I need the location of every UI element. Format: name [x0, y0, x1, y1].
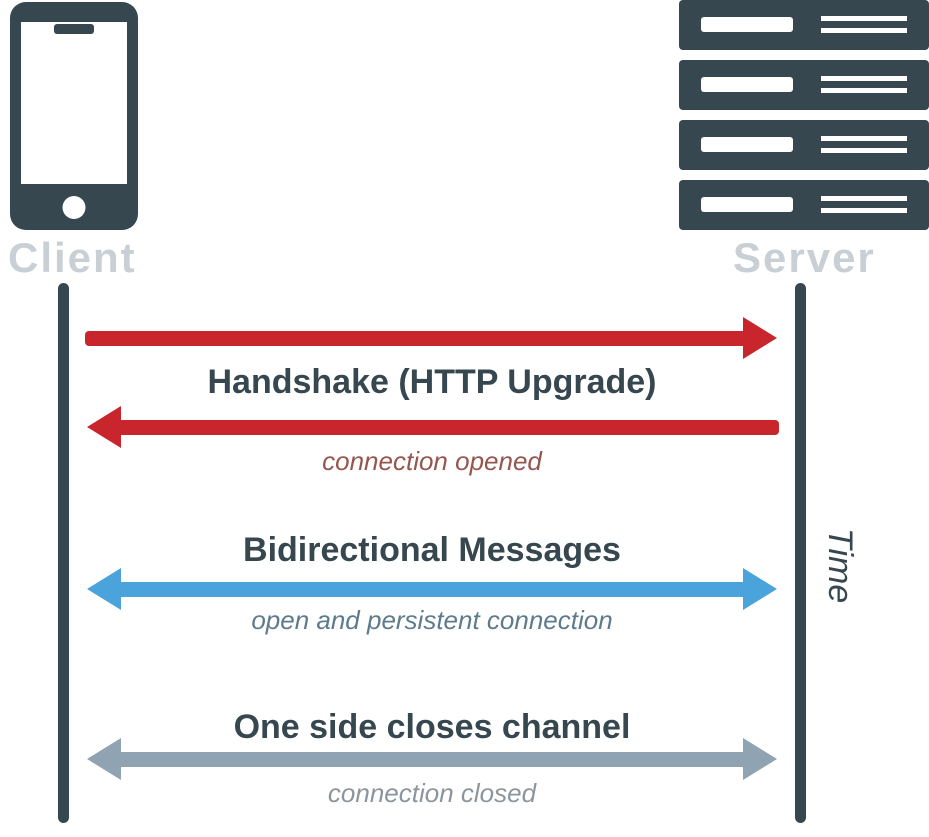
arrowhead-left-icon — [87, 406, 121, 448]
server-unit-lines — [821, 76, 907, 100]
server-unit-vent — [701, 17, 793, 32]
server-unit — [679, 120, 929, 170]
server-unit-vent — [701, 197, 793, 212]
arrowhead-left-icon — [87, 568, 121, 610]
server-lifeline — [795, 283, 806, 823]
smartphone-icon — [10, 2, 138, 230]
arrow-shaft — [85, 330, 747, 346]
arrow-shaft — [117, 581, 747, 597]
handshake-title: Handshake (HTTP Upgrade) — [207, 363, 657, 401]
handshake-request-arrow — [85, 317, 777, 359]
server-unit — [679, 60, 929, 110]
arrow-shaft — [117, 751, 747, 767]
server-label: Server — [733, 234, 876, 281]
close-channel-arrow — [87, 738, 777, 780]
client-lifeline — [58, 283, 69, 823]
arrowhead-left-icon — [87, 738, 121, 780]
arrow-shaft — [117, 419, 779, 435]
phone-screen — [21, 22, 127, 184]
server-unit — [679, 180, 929, 230]
bidirectional-messages-arrow — [87, 568, 777, 610]
arrowhead-right-icon — [743, 317, 777, 359]
messages-subtitle: open and persistent connection — [251, 605, 613, 635]
messages-title: Bidirectional Messages — [243, 531, 621, 569]
phone-home-button — [62, 196, 86, 219]
time-axis-label: Time — [821, 528, 859, 604]
server-rack-icon — [679, 0, 929, 230]
handshake-response-arrow — [87, 406, 779, 448]
server-unit-lines — [821, 16, 907, 40]
server-unit — [679, 0, 929, 50]
handshake-subtitle: connection opened — [322, 446, 542, 476]
close-subtitle: connection closed — [327, 778, 537, 808]
server-unit-vent — [701, 77, 793, 92]
close-title: One side closes channel — [233, 708, 631, 746]
client-label: Client — [8, 234, 137, 281]
server-unit-vent — [701, 137, 793, 152]
arrowhead-right-icon — [743, 568, 777, 610]
phone-speaker — [54, 24, 94, 34]
server-unit-lines — [821, 136, 907, 160]
server-unit-lines — [821, 196, 907, 220]
arrowhead-right-icon — [743, 738, 777, 780]
